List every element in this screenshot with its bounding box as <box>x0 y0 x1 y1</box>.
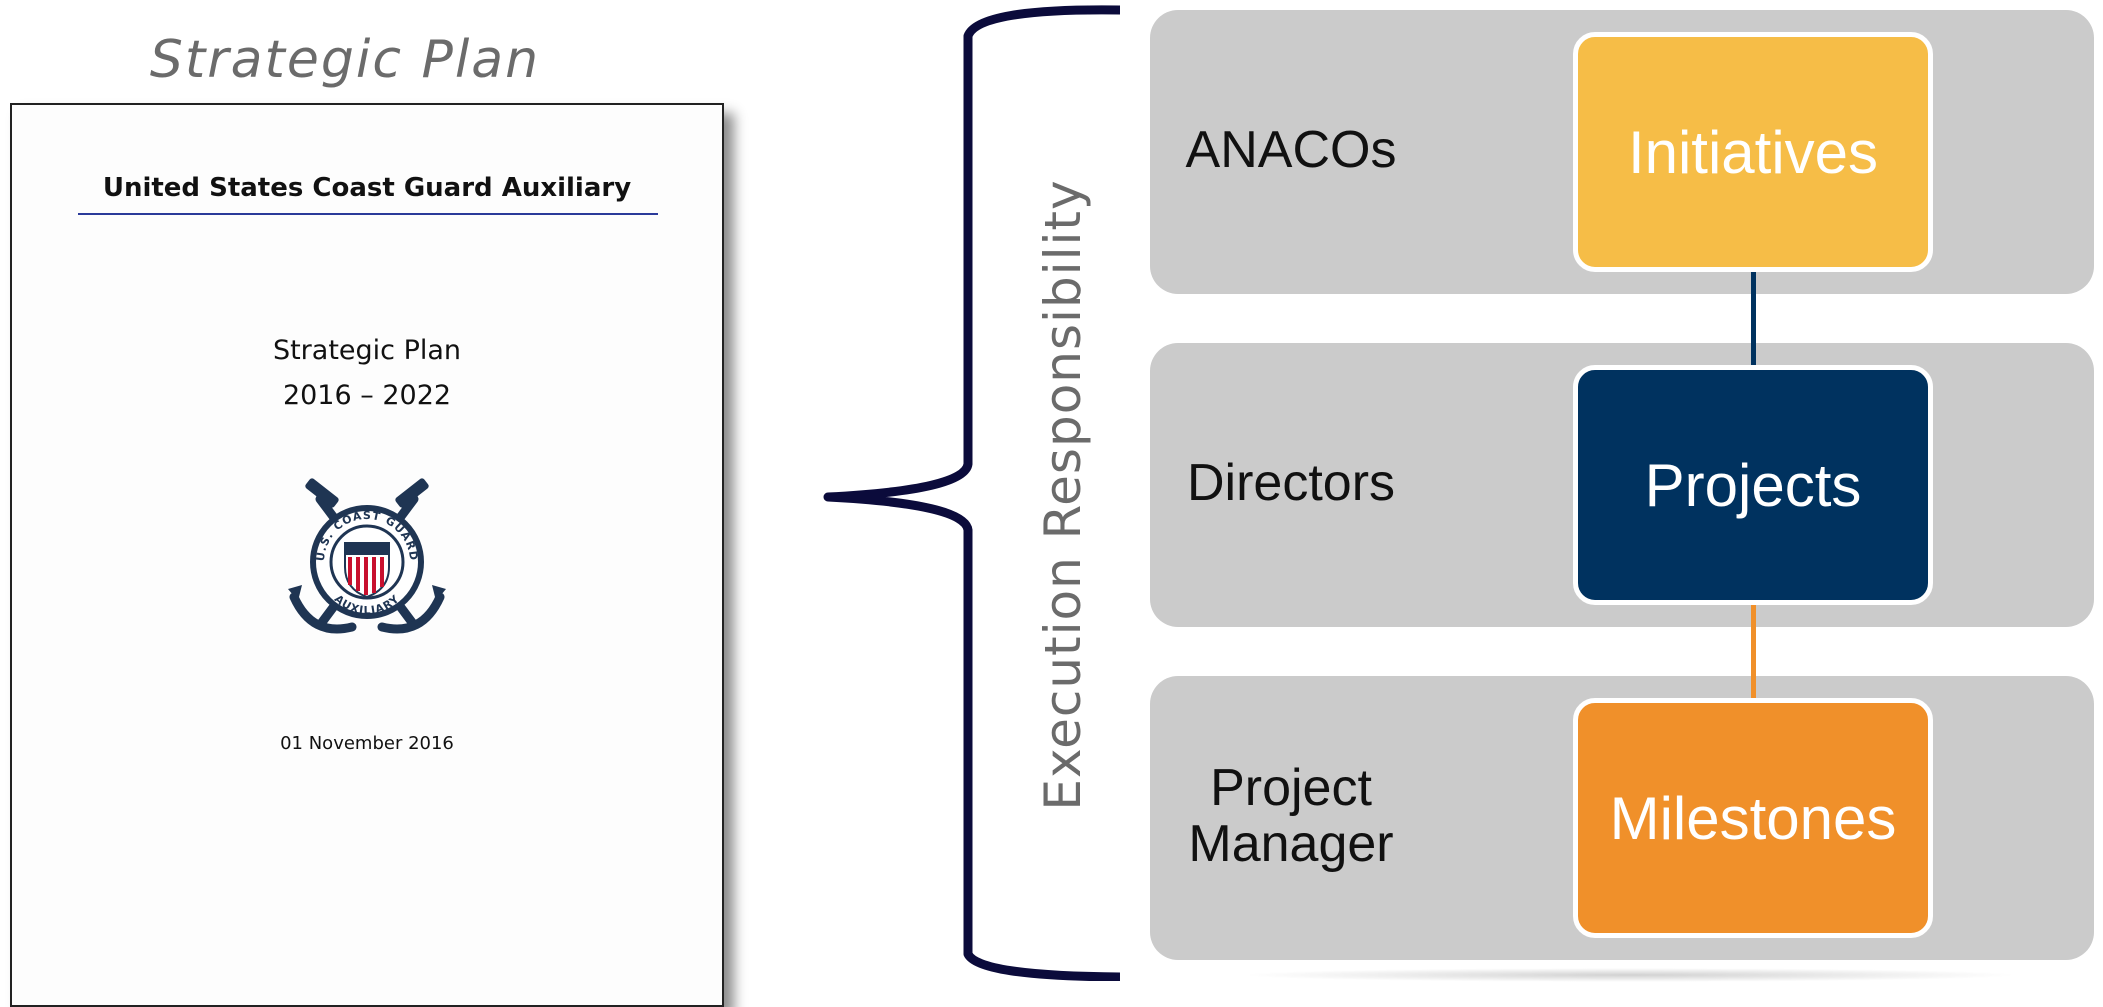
connector-projects-milestones <box>1751 603 1756 698</box>
connector-initiatives-projects <box>1751 270 1756 365</box>
execution-responsibility-label: Execution Responsibility <box>1034 179 1092 811</box>
document-rule <box>78 213 658 215</box>
document-title: Strategic Plan <box>272 335 462 366</box>
document-date: 01 November 2016 <box>280 733 454 754</box>
box-milestones: Milestones <box>1573 698 1933 938</box>
document-years: 2016 – 2022 <box>282 380 452 411</box>
brace <box>823 5 1120 981</box>
role-label-directors: Directors <box>1186 454 1396 512</box>
floor-shadow <box>1240 968 2020 982</box>
document-organization: United States Coast Guard Auxiliary <box>102 173 632 203</box>
role-label-anacos: ANACOs <box>1185 121 1397 179</box>
cover-heading: Strategic Plan <box>149 30 541 90</box>
box-initiatives: Initiatives <box>1573 32 1933 272</box>
document-cover: United States Coast Guard Auxiliary Stra… <box>10 103 724 1007</box>
box-projects: Projects <box>1573 365 1933 605</box>
role-label-project-manager: Project Manager <box>1188 759 1394 873</box>
uscg-auxiliary-seal-icon: U.S. COAST GUARD AUXILIARY <box>288 478 446 634</box>
